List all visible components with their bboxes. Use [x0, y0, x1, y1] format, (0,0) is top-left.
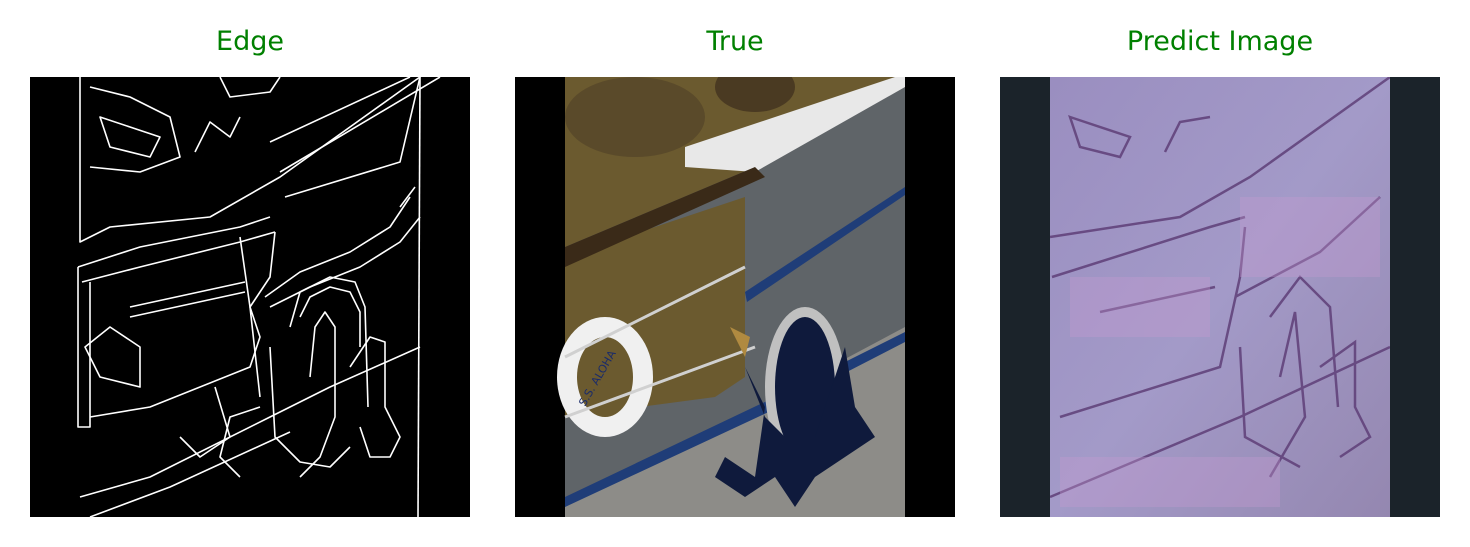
true-title: True — [706, 26, 764, 57]
predict-image-title: Predict Image — [1126, 26, 1314, 57]
boat-photo: S.S. ALOHA — [515, 77, 955, 517]
true-image: S.S. ALOHA — [515, 77, 955, 517]
edge-image — [30, 77, 470, 517]
predicted-photo — [1000, 77, 1440, 517]
predict-image — [1000, 77, 1440, 517]
edge-title: Edge — [216, 26, 284, 57]
edge-map — [30, 77, 470, 517]
